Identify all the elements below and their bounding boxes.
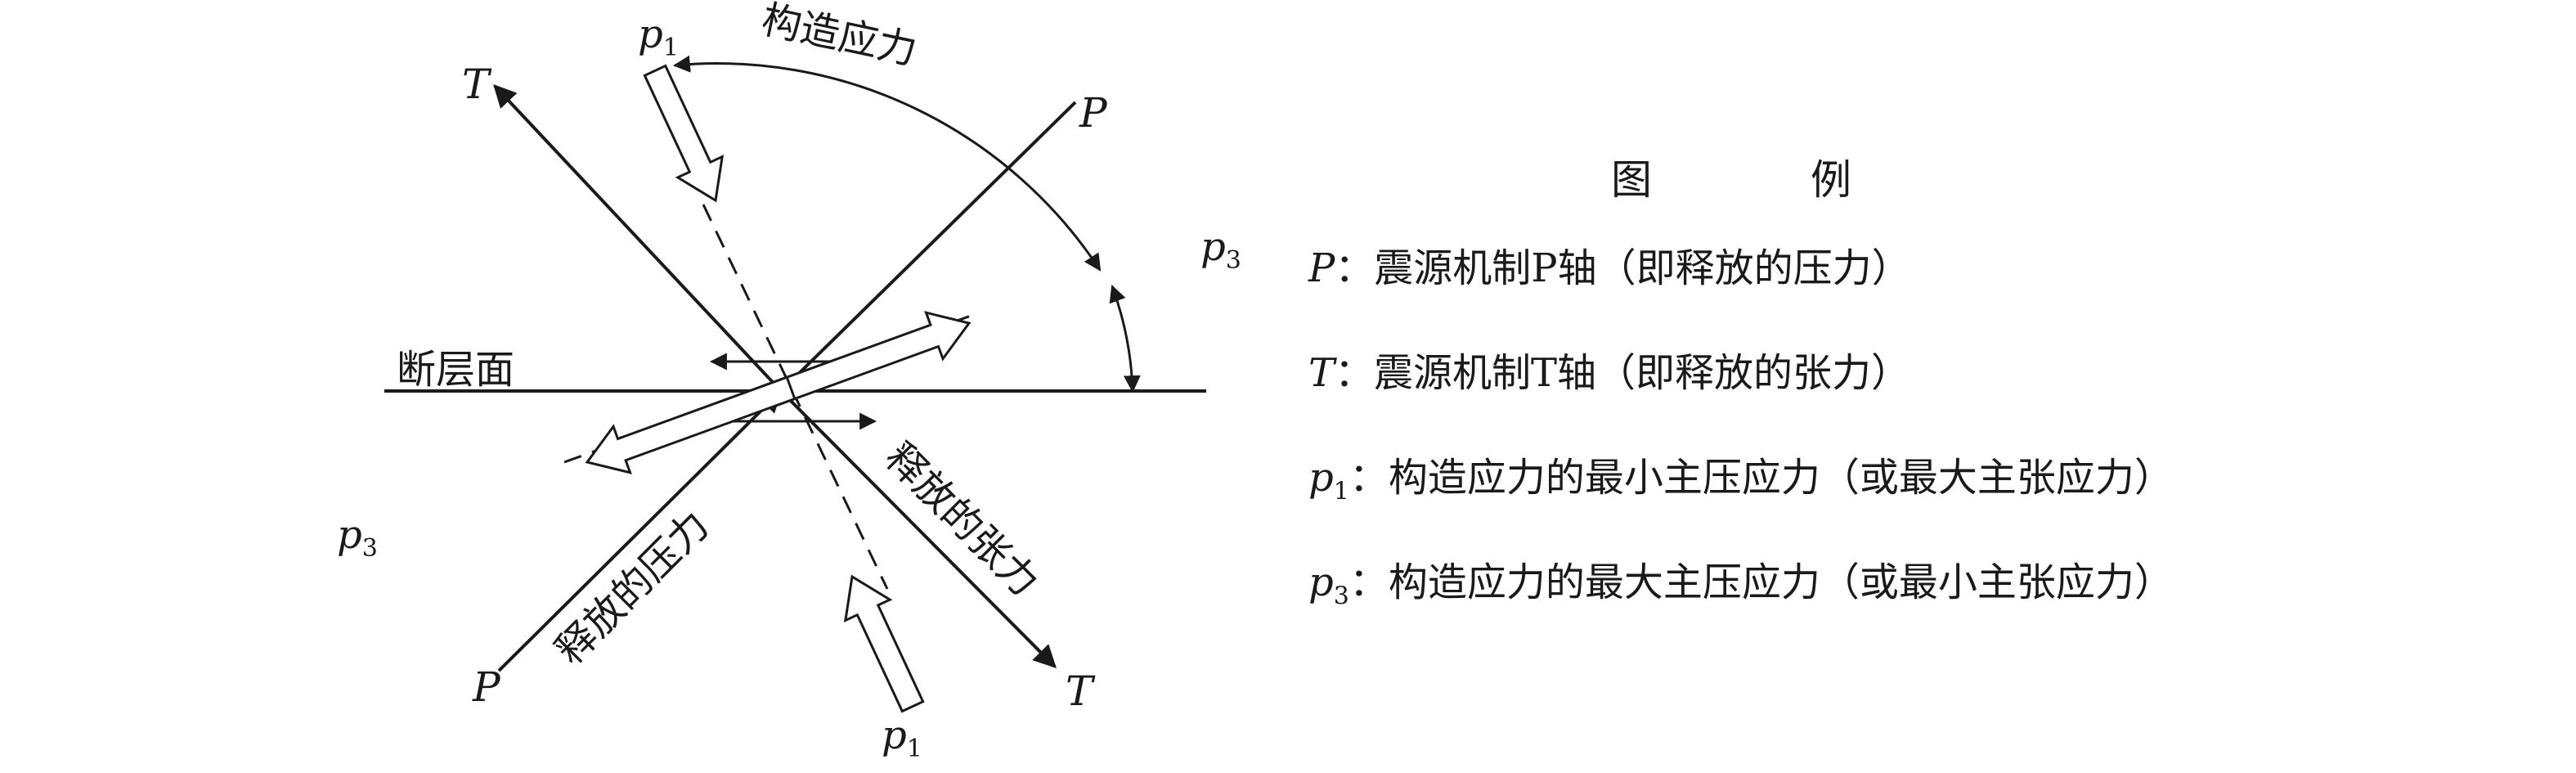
fault-plane-label: 断层面 [397, 347, 514, 393]
tectonic-stress-label: 构造应力 [758, 0, 921, 74]
t-label-top: T [462, 61, 492, 108]
legend-item-p-axis: P：震源机制P轴（即释放的压力） [1308, 237, 2249, 299]
t-axis-lower [779, 389, 1057, 668]
p1-label-bottom: p1 [882, 712, 922, 763]
legend-title: 图 例 [1611, 156, 1910, 204]
legend-symbol: P [1308, 245, 1335, 291]
legend-text: ：构造应力的最小主压应力（或最大主张应力） [1349, 455, 2174, 501]
p1-label-top: p1 [638, 11, 679, 62]
legend-item-t-axis: T：震源机制T轴（即释放的张力） [1308, 342, 2249, 404]
p3-right-arrow [760, 311, 972, 410]
t-label-bottom: T [1066, 667, 1096, 715]
legend-symbol-sub: 1 [1333, 477, 1349, 506]
p-label-top: P [1079, 89, 1108, 137]
released-tension-label: 释放的张力 [877, 434, 1048, 605]
legend-text: ：构造应力的最大主压应力（或最小主张应力） [1349, 560, 2174, 605]
p-label-bottom: P [472, 663, 501, 711]
legend: 图 例 P：震源机制P轴（即释放的压力） T：震源机制T轴（即释放的张力） p1… [1308, 147, 2249, 656]
p3-label-right: p3 [1200, 224, 1241, 275]
t-axis-upper [493, 83, 783, 393]
legend-symbol-sub: 3 [1333, 582, 1349, 611]
legend-symbol: p [1308, 455, 1334, 501]
legend-symbol: p [1308, 560, 1334, 605]
legend-text: ：震源机制T轴（即释放的张力） [1335, 350, 1911, 396]
tectonic-stress-arc [672, 55, 1102, 272]
released-pressure-label: 释放的压力 [547, 502, 718, 673]
legend-symbol: T [1308, 350, 1335, 396]
p1-bottom-arrow [843, 574, 925, 713]
legend-text: ：震源机制P轴（即释放的压力） [1335, 245, 1911, 291]
p-axis-lower [497, 389, 783, 672]
p3-label-left: p3 [337, 512, 378, 563]
p1-top-arrow [643, 64, 725, 203]
fault-angle-arc [1109, 285, 1141, 393]
p3-left-arrow [585, 375, 797, 474]
legend-item-p1: p1：构造应力的最小主压应力（或最大主张应力） [1308, 447, 2249, 509]
legend-item-p3: p3：构造应力的最大主压应力（或最小主张应力） [1308, 551, 2249, 613]
